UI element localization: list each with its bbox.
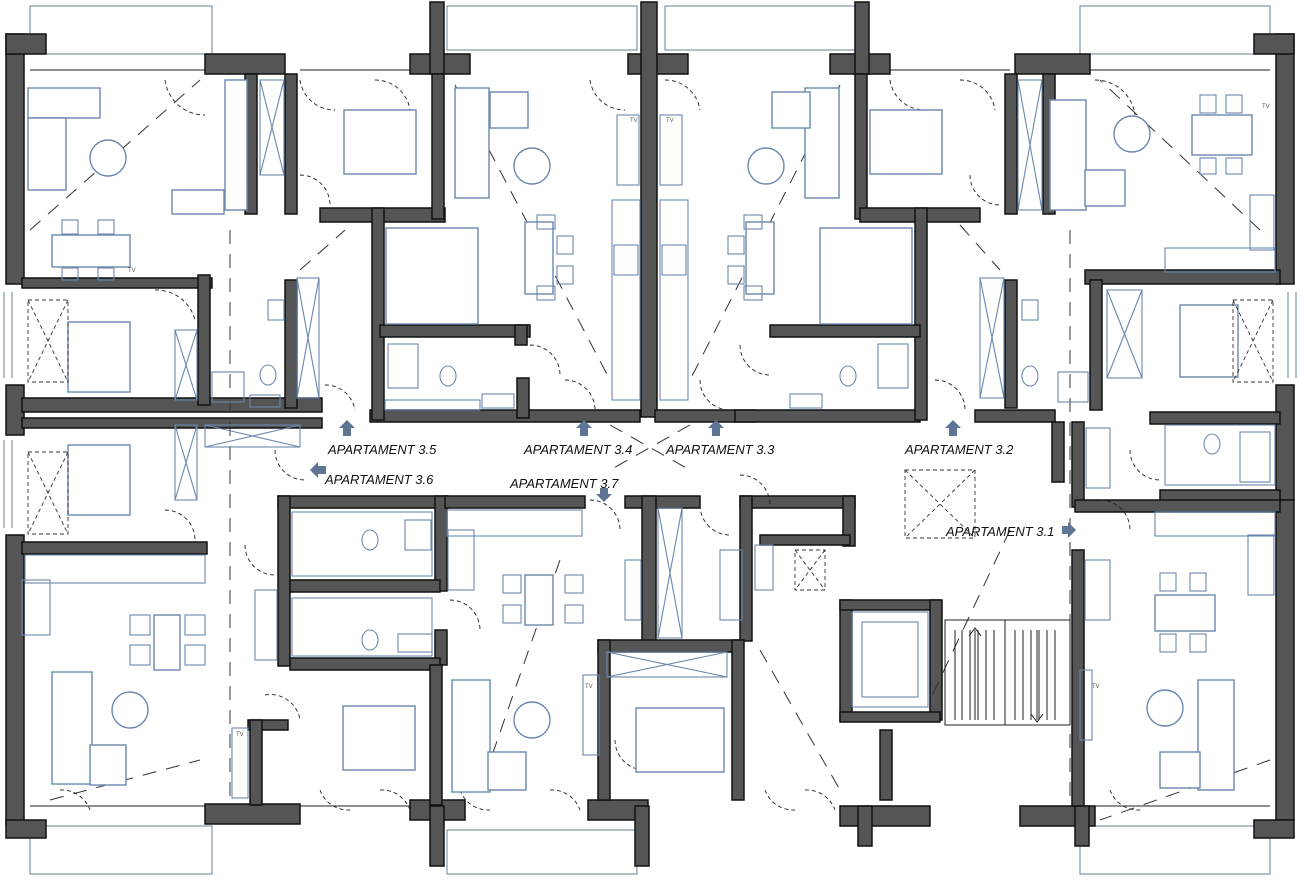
balconies	[29, 5, 1271, 875]
arrow-left-icon	[310, 462, 326, 478]
windows	[3, 292, 1297, 528]
arrow-right-icon	[1062, 522, 1076, 538]
label-apartament-3-7: APARTAMENT 3.7	[509, 476, 619, 491]
arrow-down-icon	[596, 488, 612, 502]
label-apartament-3-1: APARTAMENT 3.1	[945, 524, 1054, 539]
apartment-labels: APARTAMENT 3.1 APARTAMENT 3.2 APARTAMENT…	[324, 442, 1054, 539]
tv-mark: TV	[630, 118, 638, 124]
entrance-arrows	[310, 420, 1076, 538]
door-swings	[59, 79, 1161, 811]
walls	[5, 1, 1295, 867]
arrow-up-icon	[945, 420, 961, 436]
label-apartament-3-5: APARTAMENT 3.5	[327, 442, 437, 457]
tv-mark: TV	[236, 732, 244, 738]
arrow-up-icon	[708, 420, 724, 436]
staircase	[944, 619, 1071, 726]
furniture	[21, 79, 1276, 799]
label-apartament-3-3: APARTAMENT 3.3	[665, 442, 775, 457]
arrow-up-icon	[339, 420, 355, 436]
tv-marks: TV TV TV TV TV TV TV	[128, 104, 1270, 738]
tv-mark: TV	[1262, 104, 1270, 110]
tv-mark: TV	[1092, 684, 1100, 690]
tv-mark: TV	[666, 118, 674, 124]
tv-mark: TV	[128, 268, 136, 274]
label-apartament-3-6: APARTAMENT 3.6	[324, 472, 434, 487]
arrow-up-icon	[576, 420, 592, 436]
label-apartament-3-2: APARTAMENT 3.2	[904, 442, 1014, 457]
label-apartament-3-4: APARTAMENT 3.4	[523, 442, 632, 457]
tv-mark: TV	[585, 684, 593, 690]
